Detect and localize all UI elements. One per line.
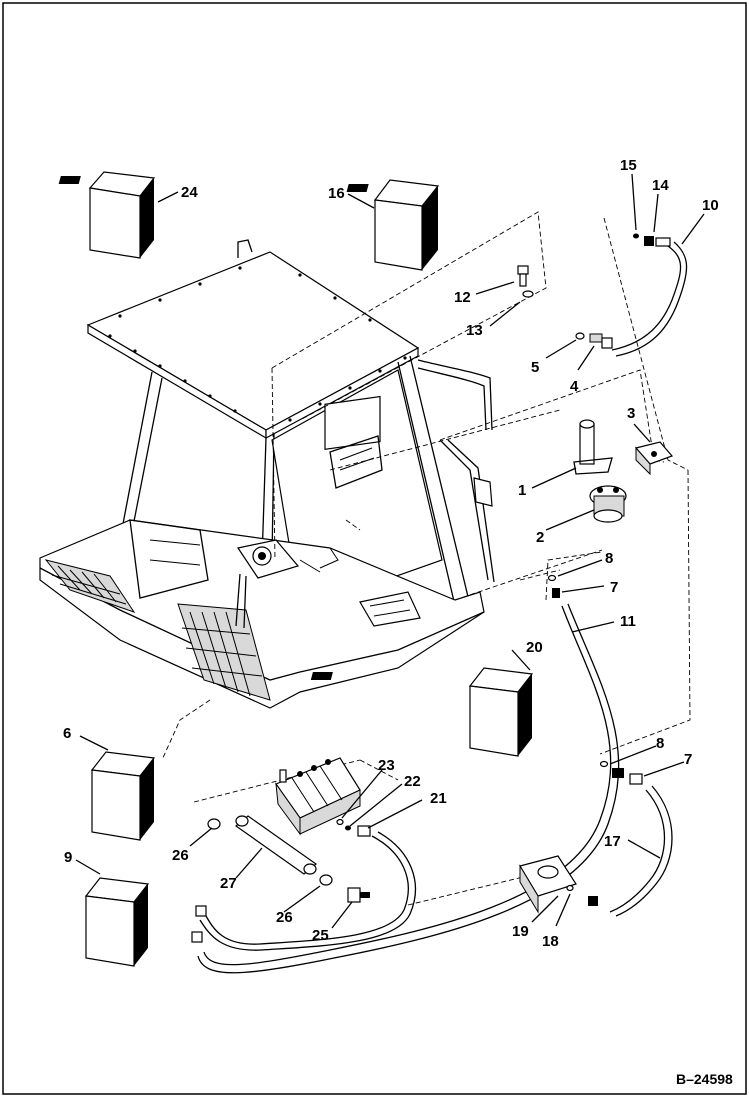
callout-16: 16: [328, 185, 345, 202]
callout-7b: 7: [684, 751, 692, 768]
motor-19: [519, 855, 577, 914]
o-ring-23: [336, 818, 344, 826]
fitting-19: [588, 896, 598, 906]
o-ring-18: [566, 884, 574, 892]
callout-26a: 26: [172, 847, 189, 864]
floor-pilot-valve: [235, 539, 300, 629]
o-ring-5: [575, 332, 585, 340]
assembly-dashed-lines: [161, 211, 691, 906]
decal-24: [58, 171, 156, 259]
fitting-14: [644, 236, 671, 247]
callout-8a: 8: [605, 550, 613, 567]
callout-1: 1: [518, 482, 526, 499]
callout-2: 2: [536, 529, 544, 546]
callout-20: 20: [526, 639, 543, 656]
callout-3: 3: [627, 405, 635, 422]
washer-13: [522, 290, 534, 298]
o-ring-15: [633, 233, 639, 239]
leader-lines: [75, 173, 705, 929]
motor-2: [589, 485, 627, 523]
fitting-7b: [612, 768, 643, 785]
fitting-21: [357, 825, 371, 837]
fitting-7a: [552, 588, 560, 598]
callout-24: 24: [181, 184, 198, 201]
decal-16: [346, 179, 440, 271]
callout-19: 19: [512, 923, 529, 940]
floor-grill-left: [44, 559, 136, 613]
callout-22: 22: [404, 773, 421, 790]
callout-26b: 26: [276, 909, 293, 926]
decal-20: [310, 667, 534, 757]
part-3: [634, 441, 674, 476]
figure-reference: B–24598: [676, 1071, 733, 1087]
decal-9: [84, 877, 150, 967]
clamp-26b: [319, 874, 333, 886]
hose-end-fittings: [191, 905, 207, 943]
fitting-25: [347, 887, 370, 903]
callout-9: 9: [64, 849, 72, 866]
hose-27: [235, 815, 317, 875]
callout-21: 21: [430, 790, 447, 807]
bolt-12: [517, 265, 529, 287]
o-ring-8a: [547, 574, 557, 582]
callout-11: 11: [620, 613, 636, 630]
control-valve-bank: [275, 757, 361, 836]
callout-4: 4: [570, 378, 579, 395]
cab-frame: [39, 239, 495, 709]
callout-25: 25: [312, 927, 329, 944]
callout-12: 12: [454, 289, 471, 306]
callout-15: 15: [620, 157, 637, 174]
callout-17: 17: [604, 833, 621, 850]
decal-6: [90, 751, 156, 841]
callout-6: 6: [63, 725, 71, 742]
hose-17: [609, 785, 673, 917]
callout-8b: 8: [656, 735, 664, 752]
o-ring-22: [345, 825, 351, 831]
roof-bolt-holes: [108, 266, 407, 422]
o-ring-8b: [599, 760, 609, 768]
clamp-26a: [207, 818, 221, 830]
callout-23: 23: [378, 757, 395, 774]
hose-11: [197, 603, 620, 974]
callout-18: 18: [542, 933, 559, 950]
valve-1: [573, 419, 613, 475]
floor-grill-right: [177, 603, 271, 701]
callout-10: 10: [702, 197, 719, 214]
callout-14: 14: [652, 177, 669, 194]
fitting-4: [589, 333, 613, 349]
callout-27: 27: [220, 875, 237, 892]
hose-10: [611, 241, 688, 357]
callout-13: 13: [466, 322, 483, 339]
callout-7a: 7: [610, 579, 618, 596]
callout-5: 5: [531, 359, 539, 376]
